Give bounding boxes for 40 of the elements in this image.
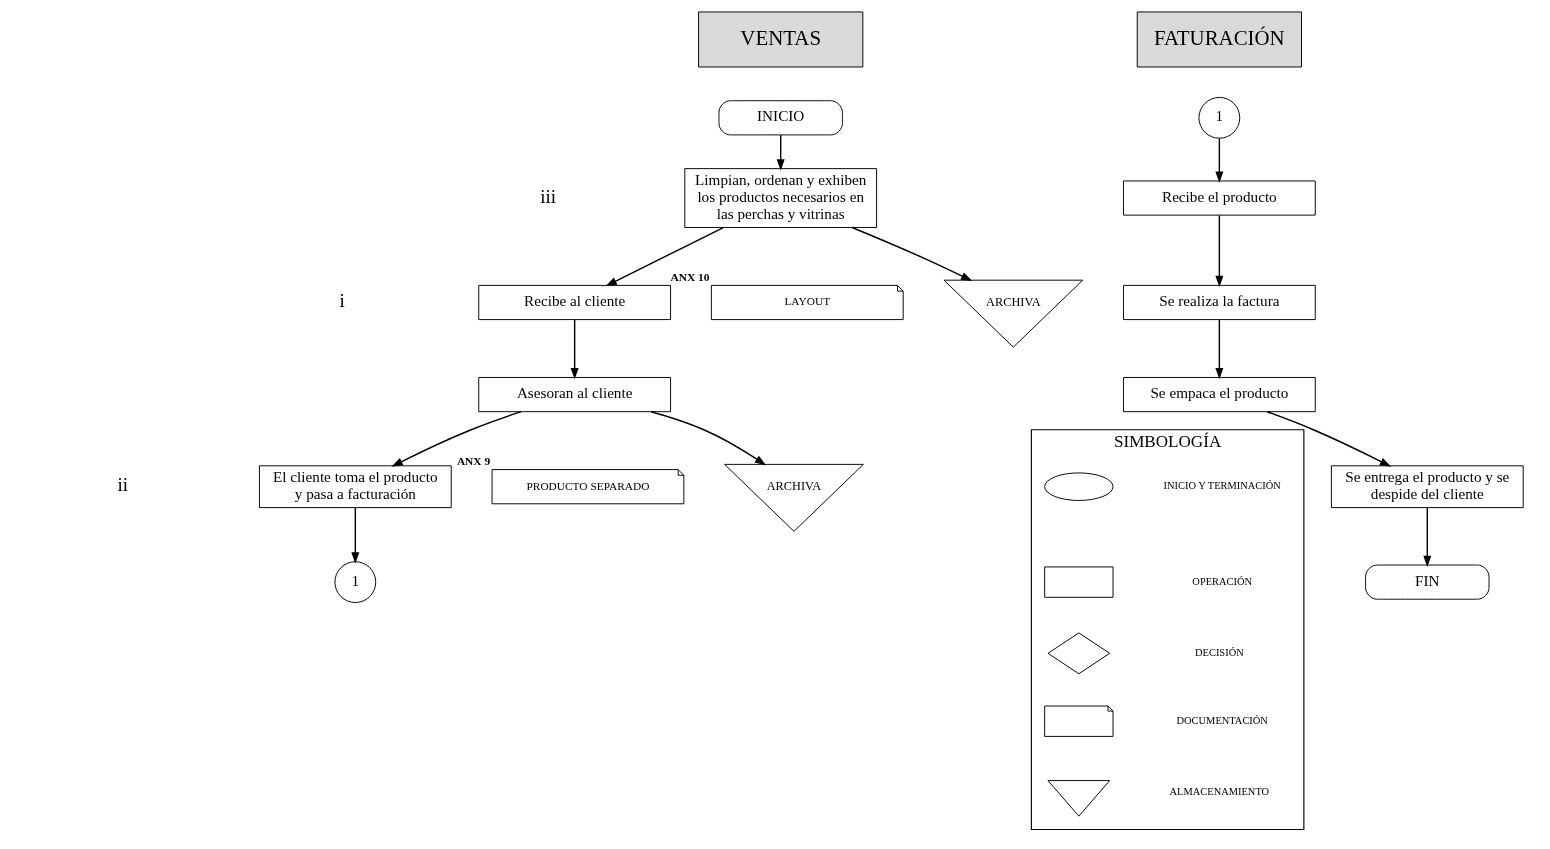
- node-box: El cliente toma el producto y pasa a facturación: [258, 465, 452, 509]
- node-box: Se entrega el producto y se despide del cliente: [1330, 465, 1524, 509]
- arrow: [1215, 214, 1224, 288]
- node-box: FATURACIÓN: [1136, 11, 1302, 68]
- node-box: INICIO: [718, 100, 843, 136]
- node-box: Se realiza la factura: [1123, 284, 1316, 321]
- label: ii: [117, 474, 128, 496]
- arrow: [1215, 319, 1224, 380]
- node-box: Limpian, ordenan y exhiben los productos necesarios en las perchas y vitrinas: [684, 168, 878, 228]
- node-box: [1044, 566, 1114, 598]
- legend-label: DECISIÓN: [1195, 646, 1244, 658]
- arrow: [605, 226, 724, 287]
- node-box: Se empaca el producto: [1123, 377, 1316, 413]
- node-circle: 1: [1198, 96, 1241, 139]
- node-ellipse: [1044, 472, 1114, 501]
- legend-label: INICIO Y TERMINACIÓN: [1163, 480, 1281, 492]
- node-box: Asesoran al cliente: [478, 377, 672, 413]
- node-box: Recibe el producto: [1123, 180, 1316, 216]
- node-box: FIN: [1365, 564, 1490, 600]
- label: iii: [540, 185, 556, 207]
- arrow: [391, 411, 522, 467]
- legend-label: DOCUMENTACIÓN: [1176, 714, 1268, 726]
- arrow: [851, 226, 973, 282]
- arrow: [351, 507, 360, 564]
- node-label: ANX 9: [456, 455, 491, 468]
- node-label: ANX 10: [670, 271, 710, 284]
- arrow: [650, 411, 767, 466]
- arrow: [570, 319, 579, 380]
- label: i: [339, 290, 345, 312]
- arrow: [776, 134, 785, 171]
- arrow: [1423, 507, 1432, 568]
- node-circle: 1: [334, 561, 377, 603]
- arrow: [1215, 137, 1224, 183]
- node-triangle: [1047, 780, 1111, 817]
- node-box: VENTAS: [698, 11, 864, 68]
- legend-label: ALMACENAMIENTO: [1169, 786, 1270, 798]
- node-diamond: [1047, 632, 1111, 675]
- node-box: Recibe al cliente: [478, 284, 672, 321]
- arrow: [1266, 411, 1392, 467]
- legend-label: OPERACIÓN: [1192, 575, 1253, 587]
